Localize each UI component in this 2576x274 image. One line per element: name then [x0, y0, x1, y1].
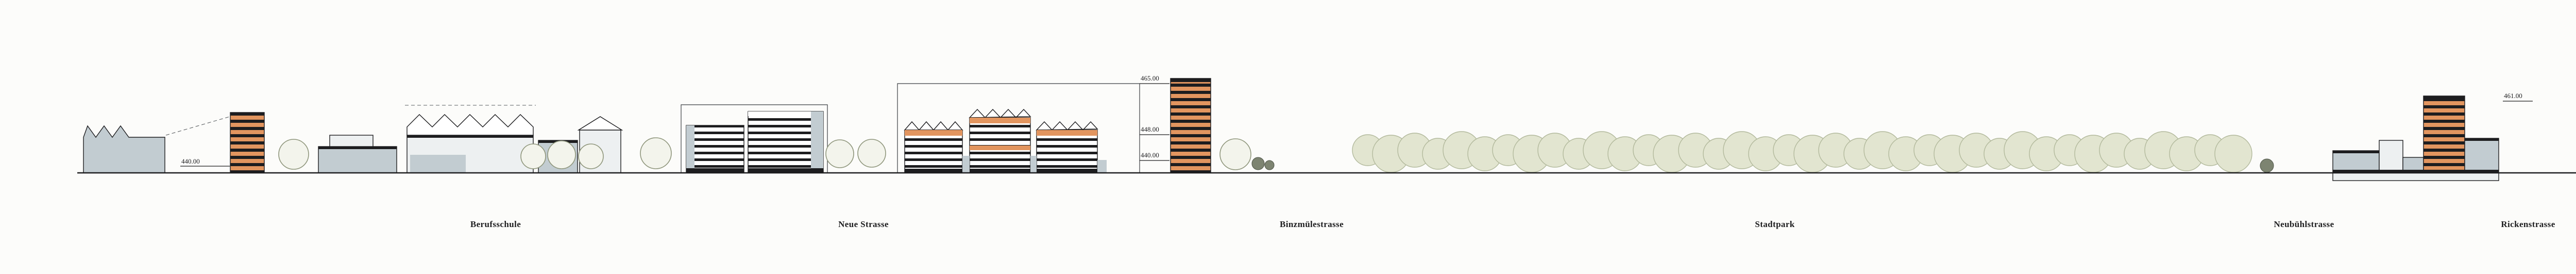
gable-roof: [577, 116, 623, 131]
slab-body: [969, 117, 1031, 173]
orange-highrise-tower: [1170, 78, 1211, 173]
street-label-stadtpark: Stadtpark: [1755, 219, 1794, 229]
elevation-label: 448.00: [1141, 125, 1159, 133]
tower-body: [230, 112, 265, 173]
building-block: [2332, 150, 2380, 173]
accent-floor-band: [1037, 130, 1097, 136]
slab-base: [748, 168, 823, 173]
street-label-neue-strasse: Neue Strasse: [838, 219, 889, 229]
striped-slab-b: [969, 108, 1031, 173]
stadtpark-trees: [1352, 131, 2252, 173]
slab-base: [1037, 169, 1097, 173]
tower-cap: [2424, 96, 2465, 99]
sawtooth-roofline: [904, 121, 963, 131]
school-block-west: [318, 135, 397, 173]
neubuehlstrasse-area: 461.00: [2260, 92, 2533, 181]
building-wing: [410, 155, 466, 173]
accent-floor-band: [905, 130, 962, 136]
datum-berufsschule: 440.00: [180, 157, 230, 167]
link-block: [1097, 160, 1107, 173]
street-label-row: Berufsschule Neue Strasse Binzmülestrass…: [470, 219, 2555, 229]
gable-roof-row: [406, 114, 534, 136]
street-tree-icon: [640, 137, 672, 169]
street-label-berufsschule: Berufsschule: [470, 219, 521, 229]
striped-tower-left: [230, 112, 265, 173]
slab-body: [904, 130, 963, 173]
gray-block-west: [2332, 150, 2380, 173]
street-label-binzmuehlestrasse: Binzmülestrasse: [1280, 219, 1344, 229]
sawtooth-roofline: [969, 108, 1031, 119]
elevation-label: 465.00: [1141, 74, 1159, 82]
shrub-icon: [1251, 157, 1265, 170]
tower-body: [1170, 78, 1211, 173]
elevation-label: 461.00: [2504, 92, 2522, 100]
building-block: [2464, 138, 2499, 173]
basement-level: [2332, 172, 2499, 181]
striped-slab-c: [1036, 121, 1098, 173]
roof-band: [2333, 151, 2379, 153]
building-envelope-outline: [681, 104, 828, 173]
accent-floor-band: [970, 118, 1030, 123]
stadtpark-tree: [2214, 135, 2252, 173]
slab-body: [748, 111, 824, 173]
eaves-band: [407, 135, 533, 138]
elevation-label: 440.00: [1141, 151, 1159, 159]
street-tree-icon: [520, 143, 546, 169]
datum-right-tower: 461.00: [2503, 92, 2533, 102]
street-tree-icon: [825, 139, 854, 168]
slab-body: [1036, 130, 1098, 173]
datum-envelope-top: 465.00: [1140, 74, 1170, 84]
berufsschule-area: 440.00: [83, 105, 672, 173]
elevation-label: 440.00: [181, 157, 200, 165]
striped-slab-a: [904, 121, 963, 173]
projection-dashed-line: [165, 116, 230, 136]
street-tree-icon: [578, 143, 604, 169]
slab-end-wall: [686, 125, 694, 173]
street-tree-icon: [278, 139, 309, 170]
building-block: [318, 146, 397, 173]
school-block-east: [538, 116, 623, 173]
binzmuehlestrasse-area: 465.00 448.00 440.00: [897, 74, 1275, 173]
link-block: [1030, 156, 1037, 173]
datum-envelope-ground: 440.00: [1140, 151, 1170, 161]
street-tree-icon: [547, 140, 576, 169]
gabled-school-complex: [406, 114, 534, 173]
street-label-rickenstrasse: Rickenstrasse: [2501, 219, 2555, 229]
slab-base: [905, 169, 962, 173]
datum-envelope-mid: 448.00: [1140, 125, 1170, 135]
roof-band: [318, 147, 397, 149]
building-setback: [329, 135, 374, 147]
building-envelope-outline: [897, 83, 1140, 173]
base-band: [2333, 170, 2499, 173]
building-block: [2379, 140, 2403, 173]
sawtooth-roofline: [1036, 121, 1098, 131]
slab-end-wall: [811, 111, 823, 173]
street-tree-icon: [1219, 138, 1251, 170]
sawtooth-shed: [83, 125, 165, 173]
orange-tower-right: [2423, 95, 2465, 173]
slab-base: [686, 168, 744, 173]
slab-roof-band: [748, 111, 823, 116]
slab-base: [970, 169, 1030, 173]
gray-block-east: [2464, 138, 2499, 173]
street-tree-icon: [857, 139, 886, 168]
accent-floor-band: [970, 146, 1030, 150]
striped-slab-east: [748, 111, 824, 173]
street-label-neubuehlstrasse: Neubühlstrasse: [2274, 219, 2334, 229]
roof-band: [2465, 138, 2499, 141]
link-block: [962, 156, 970, 173]
shrub-icon: [1264, 160, 1275, 170]
tower-cap: [1171, 78, 1211, 82]
slab-body: [686, 125, 744, 173]
striped-slab-west: [686, 125, 744, 173]
tower-cap: [230, 112, 264, 116]
tower-body: [2423, 95, 2465, 173]
neue-strasse-area: [681, 104, 886, 173]
shrub-icon: [2260, 158, 2274, 173]
